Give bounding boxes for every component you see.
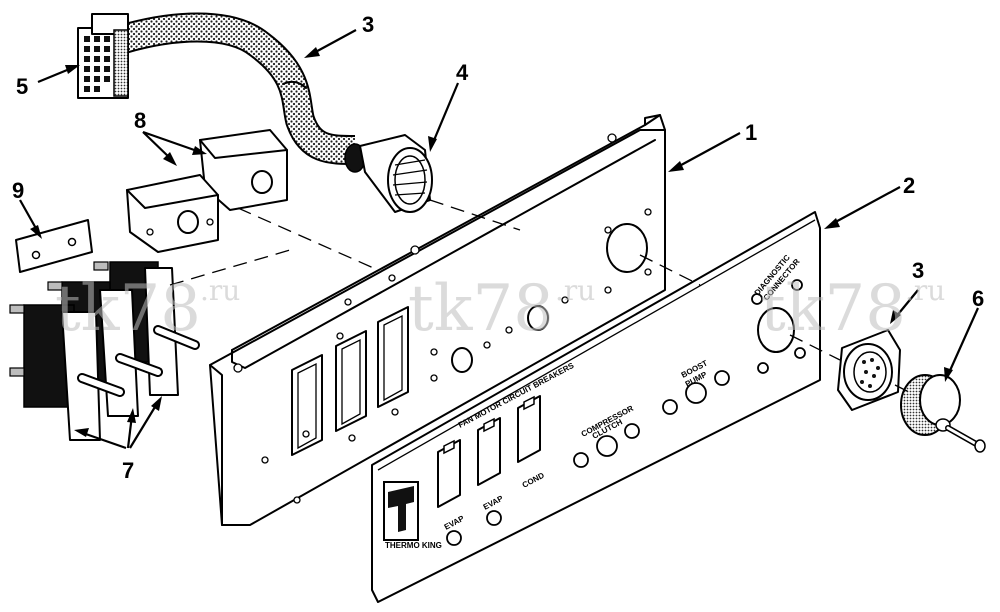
multi-pin-connector (77, 13, 129, 99)
watermark-center: tk78 (408, 272, 554, 346)
relay-blocks (126, 129, 288, 253)
wire-harness (115, 12, 356, 165)
callout-5: 5 (16, 74, 28, 99)
alignment-lines (169, 199, 916, 396)
thermo-king-logo: THERMO KING (383, 481, 442, 550)
callout-numbers: 1 2 3 3 4 5 6 7 8 9 (12, 12, 984, 483)
watermark-right: tk78 (760, 272, 906, 346)
callout-9: 9 (12, 178, 24, 203)
dust-cap (900, 374, 986, 453)
callout-arrows (19, 29, 980, 450)
circuit-breakers (9, 261, 200, 441)
front-decal-panel: THERMO KING FAN MOTOR CIRCUIT BREAKERS C… (371, 211, 821, 603)
watermark-left: tk78 (55, 272, 201, 346)
diagnostic-receptacle (837, 329, 901, 411)
watermark-right-suffix: .ru (905, 274, 945, 307)
rear-mounting-panel (209, 114, 666, 526)
round-connector-housing (344, 134, 433, 213)
callout-1: 1 (745, 120, 757, 145)
watermark-left-suffix: .ru (200, 274, 240, 307)
logo-text: THERMO KING (385, 541, 442, 550)
callout-8: 8 (134, 108, 146, 133)
callout-4: 4 (456, 60, 469, 85)
callout-3-harness: 3 (362, 12, 374, 37)
callout-7: 7 (122, 458, 134, 483)
callout-3-receptacle: 3 (912, 258, 924, 283)
watermarks: tk78 .ru tk78 .ru tk78 .ru (55, 272, 945, 346)
terminal-strip (15, 219, 93, 273)
watermark-center-suffix: .ru (555, 274, 595, 307)
callout-2: 2 (903, 173, 915, 198)
callout-6: 6 (972, 286, 984, 311)
